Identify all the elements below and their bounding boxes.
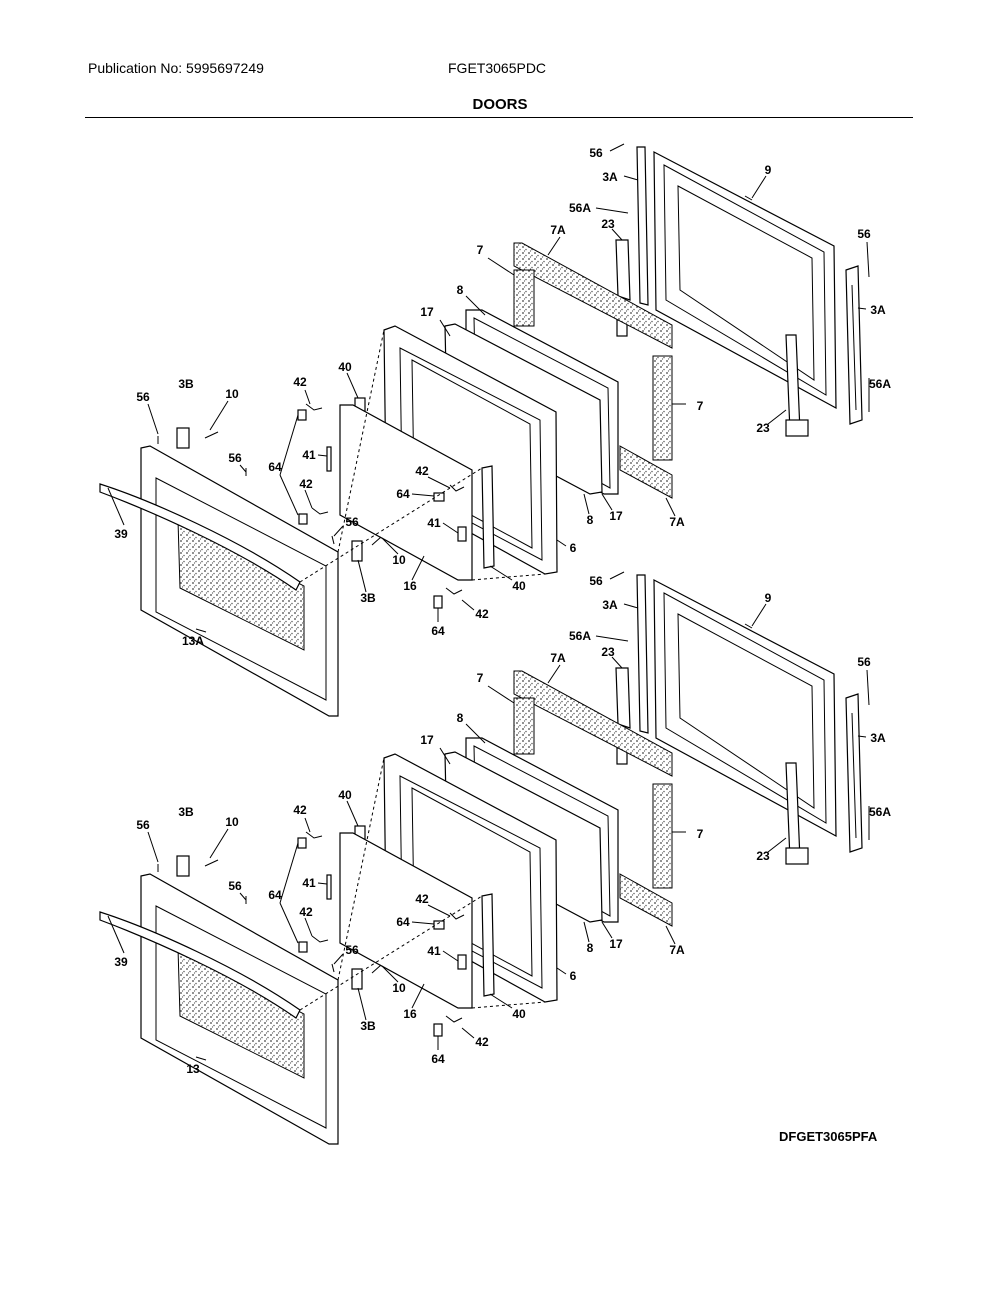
callout-label: 56 bbox=[857, 227, 871, 241]
callout-label: 10 bbox=[225, 815, 239, 829]
callout-label: 42 bbox=[293, 803, 307, 817]
callout-label: 3A bbox=[870, 731, 886, 745]
callout-label: 23 bbox=[756, 421, 770, 435]
callout-label: 7 bbox=[477, 671, 484, 685]
callout-label: 7A bbox=[669, 943, 685, 957]
lower-callout-labels: 56 3A 9 56A 23 7A 7 56 3A 8 17 56A 40 42 3B 10 56 7 23 56 41… bbox=[114, 574, 891, 1076]
callout-label: 6 bbox=[570, 541, 577, 555]
callout-label: 17 bbox=[420, 733, 434, 747]
callout-label: 64 bbox=[431, 624, 445, 638]
lower-door-assembly bbox=[99, 574, 863, 1145]
lower-leader-lines bbox=[107, 571, 870, 1061]
callout-label: 56A bbox=[869, 377, 891, 391]
callout-label: 41 bbox=[302, 876, 316, 890]
callout-label: 40 bbox=[338, 360, 352, 374]
callout-label: 3A bbox=[602, 598, 618, 612]
callout-label: 17 bbox=[609, 509, 623, 523]
diagram-code: DFGET3065PFA bbox=[779, 1129, 878, 1144]
callout-label: 8 bbox=[587, 941, 594, 955]
callout-label: 7 bbox=[697, 827, 704, 841]
upper-leader-lines bbox=[107, 143, 870, 633]
callout-label: 16 bbox=[403, 579, 417, 593]
callout-label: 7 bbox=[477, 243, 484, 257]
callout-label: 23 bbox=[601, 217, 615, 231]
model-number: FGET3065PDC bbox=[448, 60, 547, 76]
callout-label: 64 bbox=[396, 915, 410, 929]
header-divider bbox=[85, 117, 913, 118]
callout-label: 56 bbox=[589, 146, 603, 160]
callout-label: 8 bbox=[587, 513, 594, 527]
callout-label: 64 bbox=[268, 460, 282, 474]
callout-label: 42 bbox=[299, 905, 313, 919]
callout-label: 64 bbox=[268, 888, 282, 902]
callout-label: 13 bbox=[186, 1062, 200, 1076]
callout-label: 17 bbox=[420, 305, 434, 319]
callout-label: 17 bbox=[609, 937, 623, 951]
callout-label: 3A bbox=[602, 170, 618, 184]
callout-label: 56A bbox=[569, 629, 591, 643]
callout-label: 23 bbox=[756, 849, 770, 863]
callout-label: 42 bbox=[415, 464, 429, 478]
callout-label: 64 bbox=[396, 487, 410, 501]
callout-label: 16 bbox=[403, 1007, 417, 1021]
callout-label: 42 bbox=[415, 892, 429, 906]
callout-label: 56 bbox=[228, 879, 242, 893]
callout-label: 9 bbox=[765, 591, 772, 605]
callout-label: 7A bbox=[550, 223, 566, 237]
callout-label: 42 bbox=[475, 607, 489, 621]
callout-label: 7A bbox=[550, 651, 566, 665]
callout-label: 23 bbox=[601, 645, 615, 659]
callout-label: 6 bbox=[570, 969, 577, 983]
callout-label: 56 bbox=[136, 390, 150, 404]
upper-callout-labels: 56 3A 9 56A 23 7A 7 56 3A 8 17 56A 40 42 3B 10 56 7 23 56 41… bbox=[114, 146, 891, 648]
callout-label: 8 bbox=[457, 711, 464, 725]
callout-label: 3B bbox=[360, 591, 376, 605]
callout-label: 10 bbox=[392, 981, 406, 995]
callout-label: 7 bbox=[697, 399, 704, 413]
callout-label: 56 bbox=[228, 451, 242, 465]
callout-label: 64 bbox=[431, 1052, 445, 1066]
callout-label: 3B bbox=[178, 805, 194, 819]
callout-label: 39 bbox=[114, 527, 128, 541]
callout-label: 39 bbox=[114, 955, 128, 969]
callout-label: 3A bbox=[870, 303, 886, 317]
callout-label: 42 bbox=[293, 375, 307, 389]
callout-label: 56 bbox=[136, 818, 150, 832]
callout-label: 41 bbox=[427, 516, 441, 530]
callout-label: 42 bbox=[299, 477, 313, 491]
publication-number: Publication No: 5995697249 bbox=[88, 60, 264, 76]
callout-label: 56 bbox=[857, 655, 871, 669]
callout-label: 9 bbox=[765, 163, 772, 177]
callout-label: 56 bbox=[589, 574, 603, 588]
callout-label: 56A bbox=[569, 201, 591, 215]
callout-label: 3B bbox=[360, 1019, 376, 1033]
callout-label: 41 bbox=[427, 944, 441, 958]
callout-label: 10 bbox=[225, 387, 239, 401]
callout-label: 40 bbox=[338, 788, 352, 802]
callout-label: 56 bbox=[345, 515, 359, 529]
callout-label: 3B bbox=[178, 377, 194, 391]
callout-label: 56 bbox=[345, 943, 359, 957]
callout-label: 40 bbox=[512, 1007, 526, 1021]
page-title: DOORS bbox=[472, 96, 528, 113]
callout-label: 56A bbox=[869, 805, 891, 819]
callout-label: 42 bbox=[475, 1035, 489, 1049]
callout-label: 41 bbox=[302, 448, 316, 462]
callout-label: 7A bbox=[669, 515, 685, 529]
callout-label: 40 bbox=[512, 579, 526, 593]
callout-label: 8 bbox=[457, 283, 464, 297]
callout-label: 10 bbox=[392, 553, 406, 567]
callout-label: 13A bbox=[182, 634, 204, 648]
